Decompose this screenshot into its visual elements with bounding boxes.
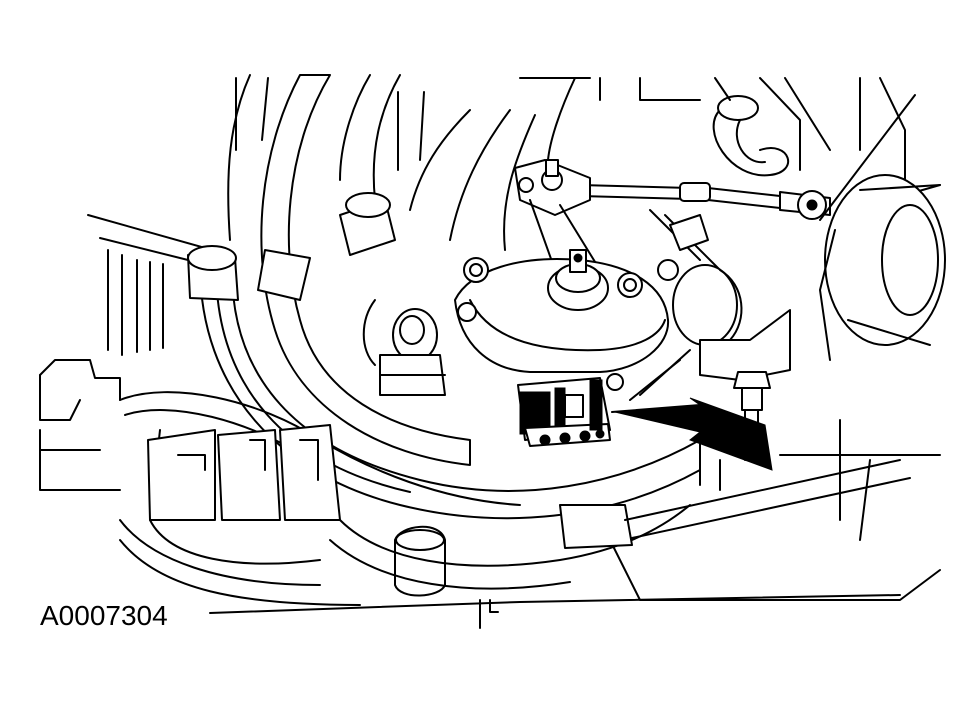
callout-arrow [611,397,773,471]
hose-clamps [187,192,446,597]
shift-cable-linkage [514,159,831,271]
right-pulley-housing [819,174,946,361]
transmission-range-sensor [454,249,679,391]
solenoid-body [629,264,791,461]
figure-id-label: A0007304 [40,600,168,631]
electrical-connector [517,377,611,447]
vacuum-hose-loop [712,77,790,177]
lower-wiring-harness [119,391,911,606]
breather-fitting [362,299,446,396]
figure-leader-line [209,594,901,614]
